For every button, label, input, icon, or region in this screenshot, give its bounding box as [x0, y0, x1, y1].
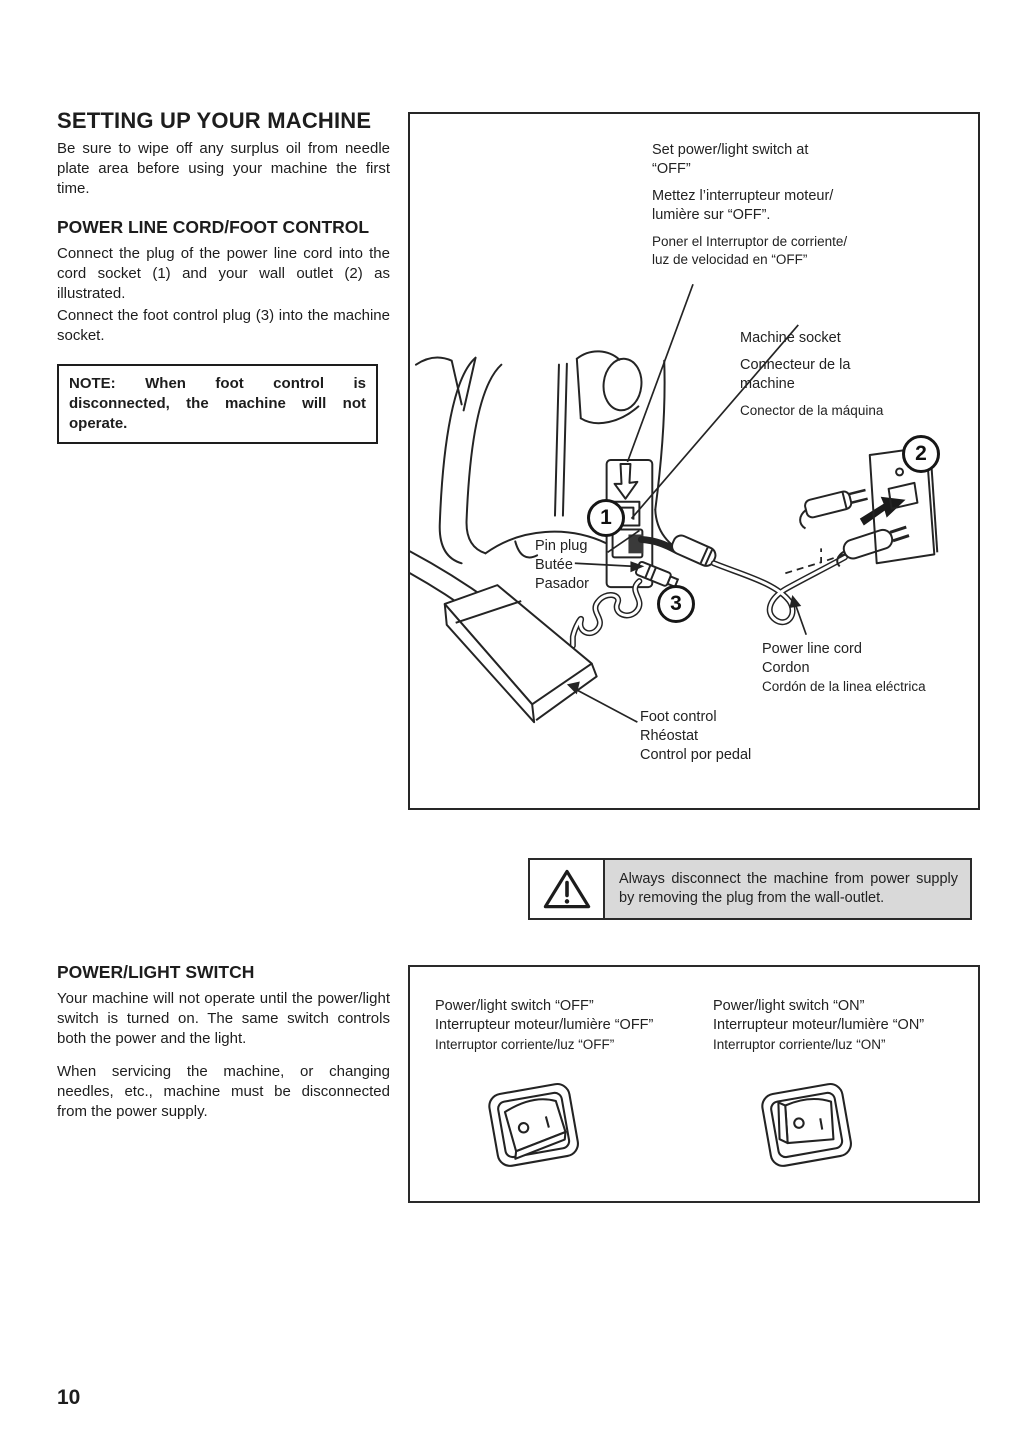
label-power-line-cord: Power line cord Cordon Cordón de la line… — [762, 640, 972, 696]
page-title: SETTING UP YOUR MACHINE — [57, 108, 372, 133]
callout-1: 1 — [587, 499, 625, 537]
note-text: NOTE: When foot control is disconnected,… — [69, 375, 366, 432]
insert-arrow-icon — [859, 496, 906, 526]
label-line: Butée — [535, 557, 573, 573]
warning-text: Always disconnect the machine from power… — [605, 860, 970, 918]
rocker-switch-off-illustration — [488, 1082, 579, 1167]
power-cord-connector — [671, 534, 717, 567]
label-line: Power line cord — [762, 641, 862, 657]
leader-arrowheads — [566, 561, 802, 695]
label-line: Interruptor corriente/luz “ON” — [713, 1037, 886, 1052]
leader-lines — [573, 283, 808, 723]
label-line: Cordón de la linea eléctrica — [762, 679, 926, 694]
note-box: NOTE: When foot control is disconnected,… — [57, 364, 378, 444]
callout-3: 3 — [657, 585, 695, 623]
label-line: Set power/light switch at — [652, 142, 809, 158]
label-line: Foot control — [640, 709, 717, 725]
warning-triangle-icon — [543, 869, 590, 909]
foot-control-pedal — [443, 584, 598, 724]
label-line: Poner el Interruptor de corriente/ — [652, 234, 848, 249]
page-number: 10 — [57, 1386, 81, 1409]
switch-panel-box: Power/light switch “OFF” Interrupteur mo… — [408, 965, 980, 1203]
label-line: Pasador — [535, 576, 590, 592]
rocker-switch-on-illustration — [761, 1082, 852, 1167]
sewing-machine-wiring-illustration — [410, 283, 939, 724]
label-line: luz de velocidad en “OFF” — [652, 252, 808, 267]
label-line: Power/light switch “OFF” — [435, 998, 594, 1014]
label-line: Interrupteur moteur/lumière “OFF” — [435, 1017, 654, 1033]
label-foot-control: Foot control Rhéostat Control por pedal — [640, 708, 810, 765]
warning-box: Always disconnect the machine from power… — [528, 858, 972, 920]
label-line: “OFF” — [652, 161, 691, 177]
warning-icon-cell — [530, 860, 605, 918]
label-line: Control por pedal — [640, 747, 752, 763]
power-line-paragraph-2: Connect the foot control plug (3) into t… — [57, 307, 390, 344]
label-line: Connecteur de la — [740, 357, 851, 373]
label-line: Power/light switch “ON” — [713, 998, 865, 1014]
label-line: Interrupteur moteur/lumière “ON” — [713, 1017, 925, 1033]
section-title-power-line-cord: POWER LINE CORD/FOOT CONTROL — [57, 217, 370, 237]
label-line: Mettez l’interrupteur moteur/ — [652, 188, 834, 204]
us-plug — [799, 488, 868, 530]
label-switch-off: Power/light switch “OFF” Interrupteur mo… — [435, 997, 700, 1054]
foot-control-cord-inner — [571, 579, 641, 648]
label-line: Conector de la máquina — [740, 403, 884, 418]
label-machine-socket: Machine socket Connecteur de la machine … — [740, 329, 940, 428]
power-switch-paragraph-2: When servicing the machine, or changing … — [57, 1063, 390, 1120]
power-line-paragraph-1: Connect the plug of the power line cord … — [57, 245, 390, 302]
callout-2: 2 — [902, 435, 940, 473]
power-switch-paragraph-1: Your machine will not operate until the … — [57, 990, 390, 1047]
label-line: Rhéostat — [640, 728, 699, 744]
label-line: Interruptor corriente/luz “OFF” — [435, 1037, 615, 1052]
label-line: Cordon — [762, 660, 810, 676]
label-line: Pin plug — [535, 538, 588, 554]
section-title-power-light-switch: POWER/LIGHT SWITCH — [57, 962, 255, 982]
label-line: Machine socket — [740, 330, 841, 346]
label-pin-plug: Pin plug Butée Pasador — [535, 537, 645, 594]
label-line: lumière sur “OFF”. — [652, 207, 771, 223]
power-line-cord-inner — [712, 555, 847, 624]
setup-diagram: Set power/light switch at “OFF” Mettez l… — [408, 112, 980, 810]
label-switch-on: Power/light switch “ON” Interrupteur mot… — [713, 997, 978, 1054]
label-set-switch-off: Set power/light switch at “OFF” Mettez l… — [652, 141, 877, 277]
intro-paragraph: Be sure to wipe off any surplus oil from… — [57, 140, 390, 197]
label-line: machine — [740, 376, 795, 392]
euro-plug — [836, 525, 910, 568]
